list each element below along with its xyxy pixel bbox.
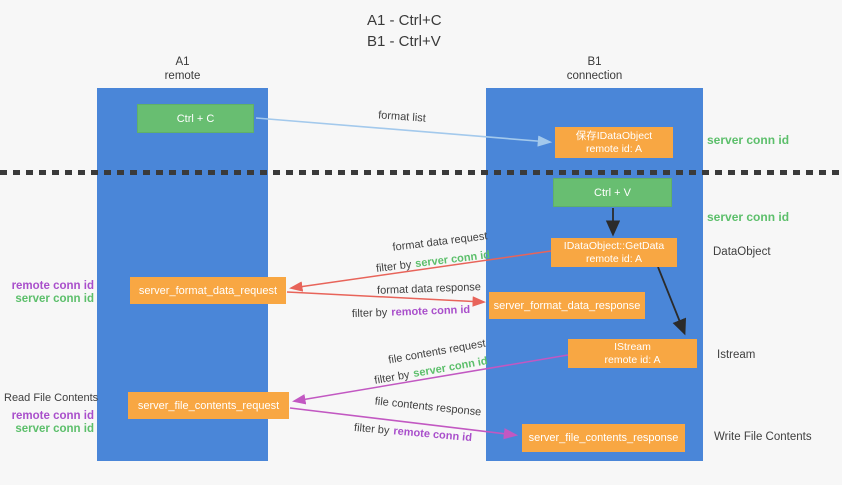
annotation-write-file-contents: Write File Contents [714, 431, 812, 443]
annotation-dataobject: DataObject [713, 246, 771, 258]
diagram-title: A1 - Ctrl+C B1 - Ctrl+V [367, 10, 442, 52]
label-format-list: format list [377, 109, 427, 125]
title-line-b1: B1 - Ctrl+V [367, 33, 441, 50]
lane-a1-name: A1 [175, 56, 190, 68]
label-format-data-response: format data response [376, 281, 482, 297]
node-ctrl-v: Ctrl + V [553, 178, 672, 207]
annotation-remote-conn-id-left-2: remote conn id [11, 410, 94, 422]
filter-by-text: filter by [353, 421, 390, 437]
label-file-contents-response: file contents response [374, 395, 482, 419]
lane-b1-role: connection [566, 70, 623, 82]
session-divider-dotted-line [0, 170, 842, 175]
node-save-idataobject: 保存IDataObject remote id: A [555, 127, 673, 158]
node-istream-remote-id: remote id: A [604, 353, 661, 366]
remote-conn-id-text: remote conn id [391, 303, 471, 319]
node-save-idataobject-title: 保存IDataObject [575, 129, 653, 142]
node-server-format-data-response: server_format_data_response [489, 292, 645, 319]
node-ctrl-c: Ctrl + C [137, 104, 254, 133]
annotation-server-conn-id-left-2: server conn id [15, 423, 94, 435]
annotation-server-conn-id-left-1: server conn id [15, 293, 94, 305]
annotation-remote-conn-id-left-1: remote conn id [11, 280, 94, 292]
filter-by-text: filter by [351, 306, 388, 321]
node-getdata-remote-id: remote id: A [585, 252, 643, 265]
node-istream-title: IStream [614, 340, 651, 353]
filter-by-text: filter by [373, 368, 411, 387]
node-getdata-title: IDataObject::GetData [563, 239, 665, 252]
annotation-server-conn-id-mid: server conn id [707, 210, 790, 224]
node-server-format-data-request: server_format_data_request [130, 277, 286, 304]
title-line-a1: A1 - Ctrl+C [367, 12, 442, 29]
node-save-idataobject-remote-id: remote id: A [585, 142, 643, 155]
annotation-server-conn-id-top: server conn id [707, 133, 790, 147]
node-server-file-contents-request: server_file_contents_request [128, 392, 289, 419]
lane-a1-role: remote [164, 70, 201, 82]
server-conn-id-text: server conn id [414, 249, 491, 271]
remote-conn-id-text: remote conn id [392, 425, 473, 445]
annotation-istream: Istream [717, 349, 756, 361]
node-server-file-contents-response: server_file_contents_response [522, 424, 685, 452]
lane-a1-header: A1 remote [97, 55, 268, 83]
node-istream: IStream remote id: A [568, 339, 697, 368]
lane-b1-header: B1 connection [486, 55, 703, 83]
node-idataobject-getdata: IDataObject::GetData remote id: A [551, 238, 677, 267]
annotation-read-file-contents: Read File Contents [4, 392, 99, 404]
lane-b1-name: B1 [587, 56, 602, 68]
filter-by-text: filter by [375, 258, 413, 275]
